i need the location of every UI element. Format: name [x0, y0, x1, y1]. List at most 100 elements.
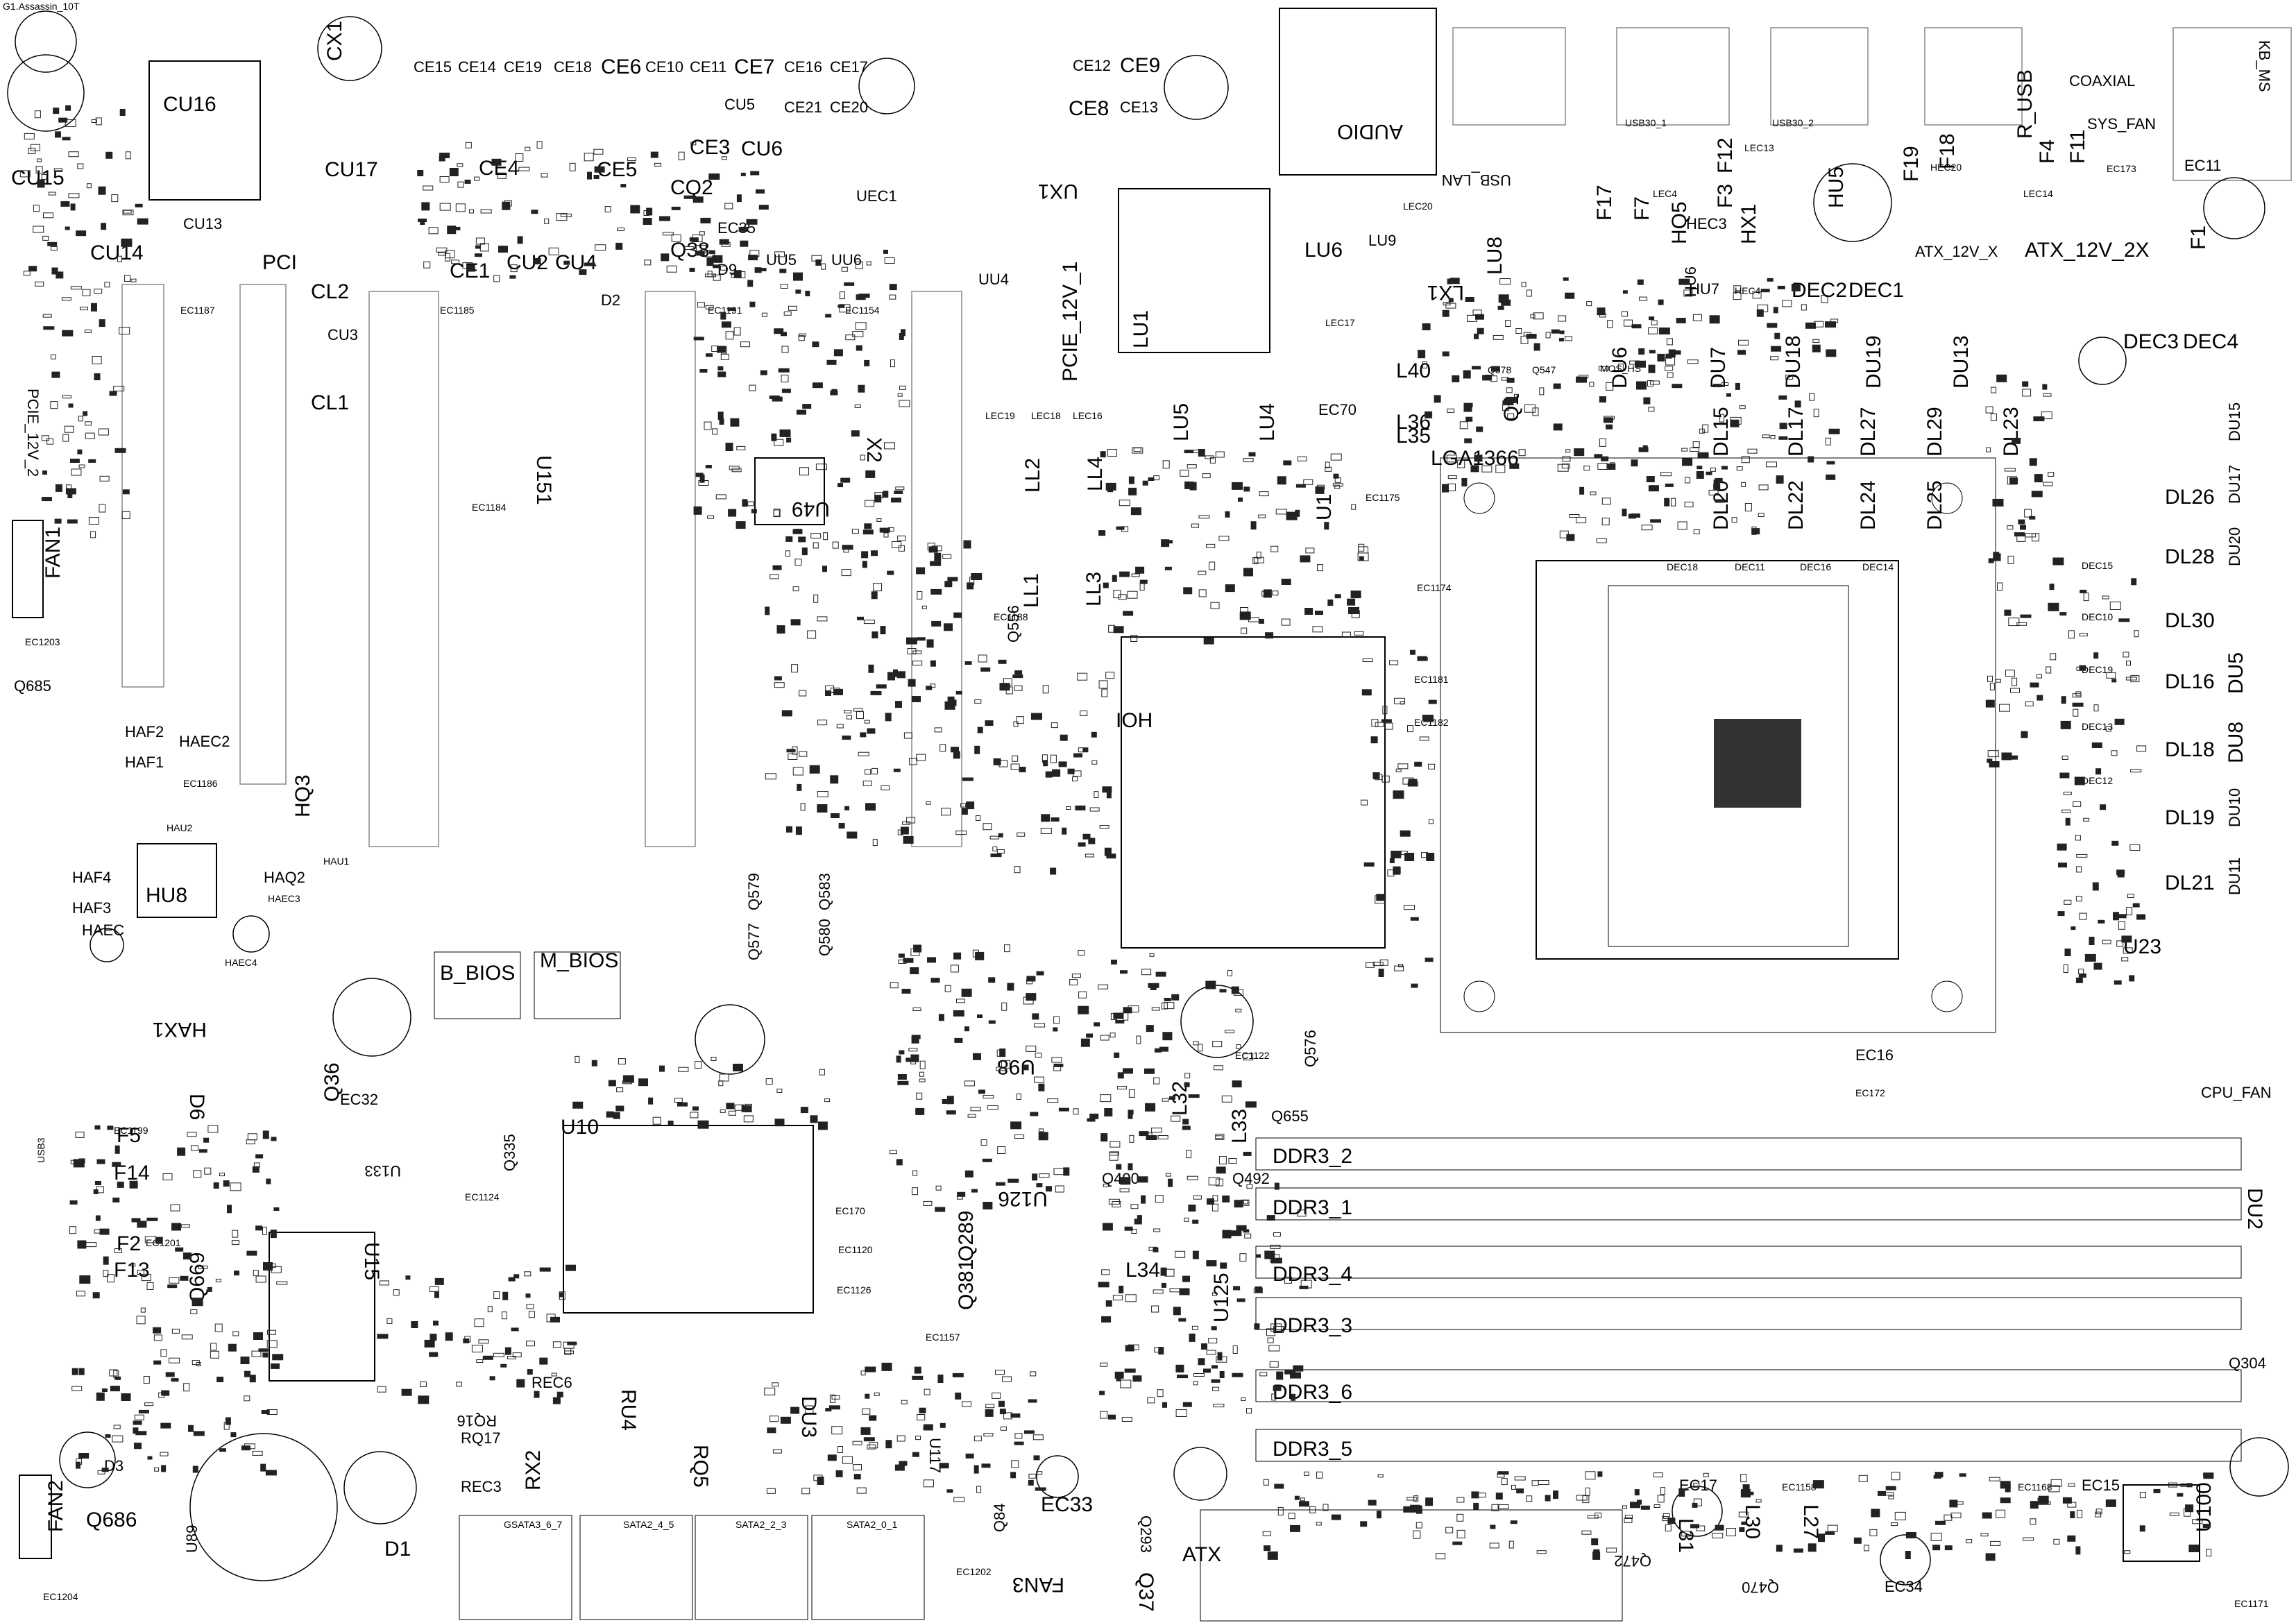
label-dl26: DL26	[2165, 486, 2215, 509]
smd-pad	[1361, 799, 1368, 806]
smd-pad	[1128, 487, 1137, 495]
ddr-slot-5	[1255, 1429, 2242, 1462]
smd-pad	[423, 185, 434, 191]
label-dl30: DL30	[2165, 609, 2215, 632]
smd-pad	[1813, 409, 1819, 418]
smd-pad	[510, 264, 518, 273]
smd-pad	[1622, 509, 1627, 517]
smd-pad	[1601, 498, 1611, 505]
smd-pad	[544, 218, 550, 224]
smd-pad	[1168, 1178, 1173, 1187]
smd-pad	[1710, 467, 1716, 472]
smd-pad	[1100, 1035, 1109, 1041]
smd-pad	[674, 1098, 683, 1103]
smd-pad	[1001, 1060, 1010, 1069]
smd-pad	[1643, 397, 1651, 405]
label-f19: F19	[1900, 146, 1923, 182]
smd-pad	[903, 835, 914, 844]
smd-pad	[1752, 291, 1762, 299]
smd-pad	[1671, 498, 1676, 507]
smd-pad	[1574, 448, 1585, 457]
smd-pad	[223, 1180, 230, 1187]
smd-pad	[1123, 1068, 1133, 1074]
smd-pad	[62, 434, 69, 442]
smd-pad	[1782, 300, 1792, 307]
label-ec172: EC172	[1855, 1087, 1885, 1098]
smd-pad	[2057, 911, 2065, 917]
smd-pad	[497, 172, 507, 179]
smd-pad	[1274, 1484, 1284, 1489]
smd-pad	[2093, 704, 2099, 712]
smd-pad	[1230, 1230, 1242, 1237]
smd-pad	[1184, 1073, 1191, 1079]
smd-pad	[1232, 482, 1243, 490]
smd-pad	[1100, 451, 1106, 458]
smd-pad	[741, 1105, 751, 1112]
capacitor-mid-left	[332, 978, 411, 1057]
smd-pad	[1636, 381, 1647, 390]
smd-pad	[1581, 1530, 1592, 1535]
smd-pad	[815, 259, 822, 266]
label-ec1184: EC1184	[472, 502, 507, 513]
smd-pad	[1234, 1200, 1243, 1208]
smd-pad	[99, 504, 106, 513]
smd-pad	[2058, 863, 2067, 868]
smd-pad	[2021, 731, 2028, 738]
smd-pad	[1014, 1433, 1023, 1439]
smd-pad	[985, 720, 994, 726]
smd-pad	[1601, 518, 1610, 526]
smd-pad	[1010, 1413, 1021, 1418]
smd-pad	[516, 1379, 525, 1388]
smd-pad	[1658, 299, 1664, 305]
audio-block	[1279, 8, 1437, 176]
smd-pad	[915, 1107, 925, 1115]
smd-pad	[971, 1189, 978, 1193]
smd-pad	[962, 777, 973, 781]
smd-pad	[2093, 652, 2099, 659]
cpu-socket-inner	[1608, 585, 1849, 947]
smd-pad	[2012, 677, 2018, 686]
smd-pad	[831, 688, 840, 693]
smd-pad	[1966, 1539, 1973, 1544]
smd-pad	[844, 710, 852, 714]
label-lec20: LEC20	[1403, 201, 1433, 212]
smd-pad	[1004, 944, 1010, 953]
smd-pad	[1262, 1531, 1271, 1536]
smd-pad	[1175, 1250, 1186, 1258]
smd-pad	[1514, 393, 1519, 398]
smd-pad	[85, 1242, 97, 1248]
smd-pad	[1227, 970, 1232, 976]
smd-pad	[837, 483, 843, 488]
smd-pad	[171, 1328, 180, 1334]
smd-pad	[1381, 719, 1392, 723]
smd-pad	[1739, 1527, 1745, 1532]
smd-pad	[1026, 976, 1036, 982]
smd-pad	[1259, 491, 1269, 497]
smd-pad	[56, 271, 64, 279]
smd-pad	[1153, 1077, 1160, 1085]
smd-pad	[1209, 561, 1216, 570]
smd-pad	[2048, 1485, 2060, 1493]
smd-pad	[935, 1185, 942, 1191]
smd-pad	[2014, 532, 2025, 537]
smd-pad	[1758, 484, 1769, 491]
smd-pad	[951, 747, 959, 753]
smd-pad	[738, 226, 749, 232]
label-hu7: HU7	[1689, 280, 1719, 298]
smd-pad	[1489, 1543, 1499, 1549]
smd-pad	[1208, 1338, 1218, 1343]
smd-pad	[249, 1375, 256, 1383]
smd-pad	[1864, 1545, 1869, 1552]
smd-pad	[871, 767, 878, 774]
smd-pad	[559, 1292, 564, 1298]
smd-pad	[68, 193, 80, 198]
smd-pad	[1372, 772, 1380, 779]
smd-pad	[678, 151, 685, 160]
smd-pad	[1007, 983, 1014, 991]
smd-pad	[967, 582, 974, 590]
smd-pad	[1821, 295, 1828, 303]
smd-pad	[1022, 1064, 1029, 1071]
smd-pad	[138, 1409, 149, 1413]
smd-pad	[885, 713, 892, 722]
smd-pad	[69, 1200, 78, 1205]
